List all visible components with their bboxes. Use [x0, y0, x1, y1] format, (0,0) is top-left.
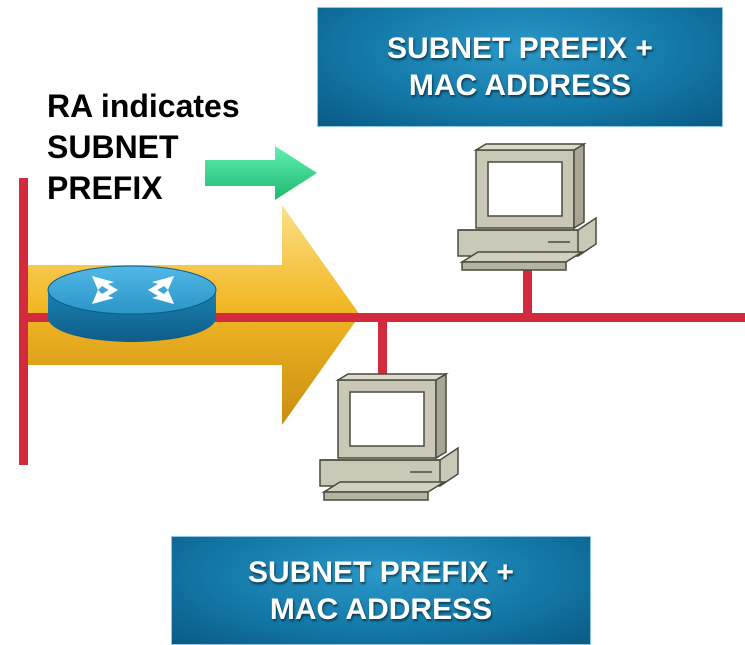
horizontal-segment	[19, 313, 745, 322]
drop-line-bottom	[378, 318, 387, 383]
computer-icon-bottom	[319, 372, 459, 501]
ra-label-line1: RA indicates	[47, 88, 240, 124]
drop-line-top	[523, 268, 532, 318]
address-box-top-line2: MAC ADDRESS	[408, 69, 632, 102]
address-box-top-line1: SUBNET PREFIX +	[387, 32, 653, 65]
ra-indicates-label: RA indicates SUBNET PREFIX	[47, 86, 240, 209]
network-lines	[19, 178, 745, 465]
ra-label-line3: PREFIX	[47, 170, 163, 206]
router-icon	[47, 265, 217, 342]
green-arrow-icon	[205, 146, 317, 200]
address-box-top: SUBNET PREFIX + MAC ADDRESS	[317, 7, 723, 127]
address-box-bottom: SUBNET PREFIX + MAC ADDRESS	[171, 536, 591, 645]
address-box-bottom-line2: MAC ADDRESS	[269, 592, 493, 626]
ra-label-line2: SUBNET	[47, 129, 179, 165]
computer-icon-top	[457, 142, 597, 271]
address-box-bottom-line1: SUBNET PREFIX +	[248, 555, 514, 589]
